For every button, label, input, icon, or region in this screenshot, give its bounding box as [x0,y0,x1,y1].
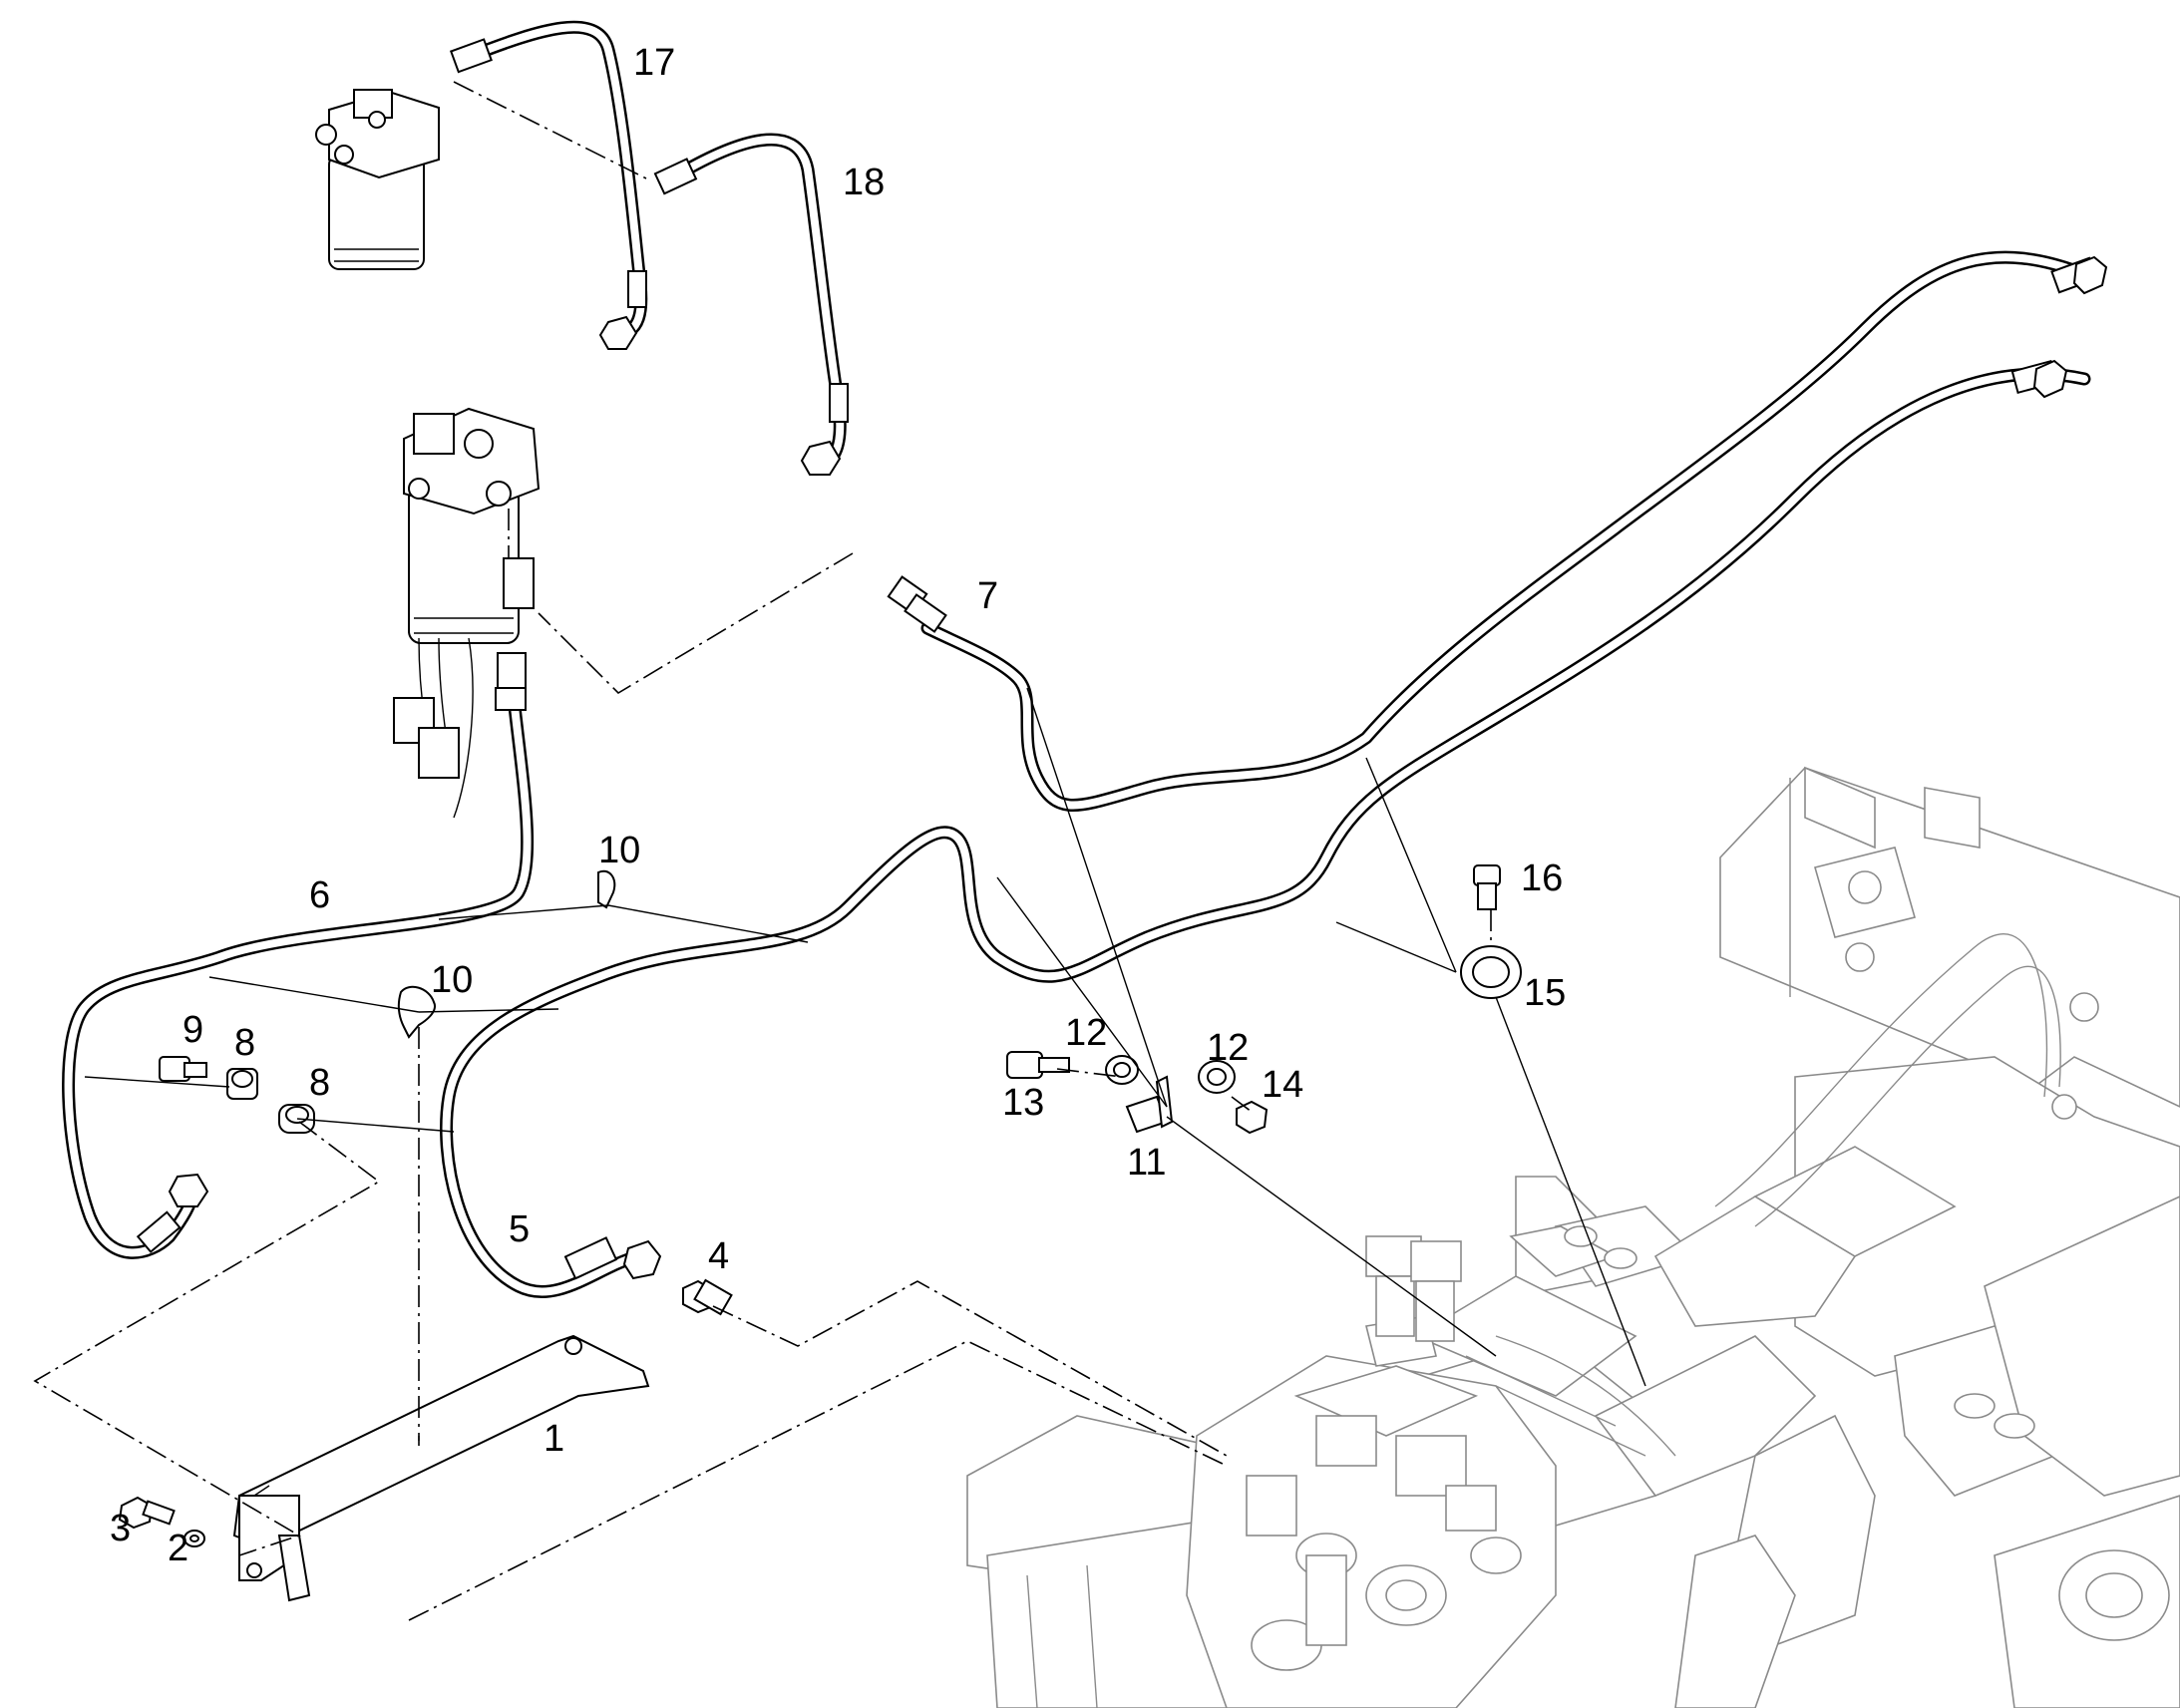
callout-17: 17 [633,42,675,84]
upper-fuel-filter [315,89,440,270]
callout-2: 2 [168,1528,188,1569]
callout-4: 4 [708,1235,729,1277]
main-fuel-filter [393,407,541,819]
hose-6 [62,652,535,1259]
callout-18: 18 [843,162,885,203]
callout-11: 11 [1127,1142,1166,1184]
hose-5 [440,359,2091,1298]
leader-lines [84,687,1646,1387]
hose-7 [887,250,2108,812]
callout-12-a: 12 [1065,1012,1107,1054]
callout-14: 14 [1262,1064,1303,1106]
small-parts [118,864,1522,1547]
callout-13: 13 [1002,1082,1044,1124]
callout-10-a: 10 [598,830,640,871]
machine-frame [966,766,2180,1708]
callout-12-b: 12 [1207,1027,1249,1069]
callout-8-b: 8 [309,1062,330,1104]
callout-labels: 1 2 3 4 5 6 7 8 8 9 10 10 11 12 12 13 14… [110,42,1566,1569]
frame-hoses [1495,933,2061,1457]
hose-17 [449,20,648,350]
callout-5: 5 [509,1208,530,1250]
callout-16: 16 [1521,857,1563,899]
callout-6: 6 [309,874,330,916]
hose-18 [653,133,849,476]
alignment-lines [33,81,1492,1621]
callout-7: 7 [977,575,998,617]
callout-1: 1 [544,1418,564,1460]
callout-9: 9 [182,1009,203,1051]
callout-8-a: 8 [234,1022,255,1064]
callout-10-b: 10 [431,959,473,1001]
callout-3: 3 [110,1508,131,1549]
bracket-1 [232,1334,650,1602]
callout-15: 15 [1524,972,1566,1014]
engine-assembly [1186,1235,1646,1708]
